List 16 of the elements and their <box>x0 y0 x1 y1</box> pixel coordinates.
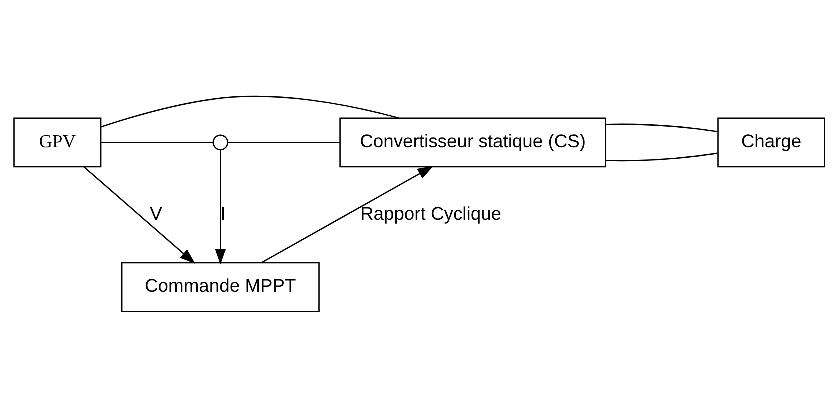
connector <box>101 142 213 143</box>
connector <box>228 142 340 143</box>
arrow <box>83 166 196 264</box>
connector <box>605 152 718 162</box>
connector <box>605 123 718 132</box>
node-box: Convertisseur statique (CS) <box>339 117 606 168</box>
edge-label: Rapport Cyclique <box>360 202 502 224</box>
edge-label: V <box>150 202 162 224</box>
edge-label: I <box>220 202 226 224</box>
node-box: Charge <box>717 117 825 168</box>
arrow <box>260 166 434 263</box>
arrow <box>214 150 226 264</box>
node-box: Commande MPPT <box>120 262 320 312</box>
node-circle <box>212 134 228 150</box>
connector <box>100 96 398 128</box>
node-box: GPV <box>13 117 102 168</box>
